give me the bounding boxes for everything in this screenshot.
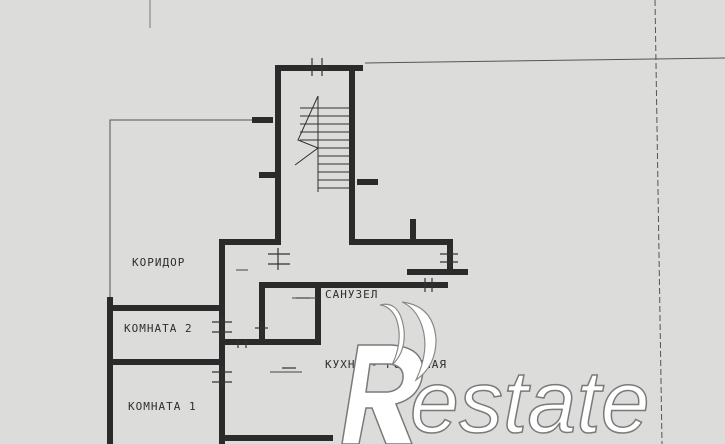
room-label-corridor: КОРИДОР [132, 256, 185, 269]
logo-mark-icon [341, 301, 437, 444]
room-label-bathroom: САНУЗЕЛ [325, 288, 378, 301]
boundary-lines [109, 0, 725, 444]
left-boundary-line [109, 119, 255, 300]
top-boundary-line [364, 57, 725, 64]
fixture-marks [236, 269, 316, 373]
staircase [294, 95, 350, 192]
restate-logo: estate [341, 301, 650, 444]
room-label-room2: КОМНАТА 2 [124, 322, 193, 335]
right-dashed-line [654, 0, 663, 444]
door-marks [212, 58, 458, 388]
logo-wordmark: estate [410, 352, 650, 444]
stair-right-wall [349, 65, 453, 245]
room-label-room1: КОМНАТА 1 [128, 400, 197, 413]
